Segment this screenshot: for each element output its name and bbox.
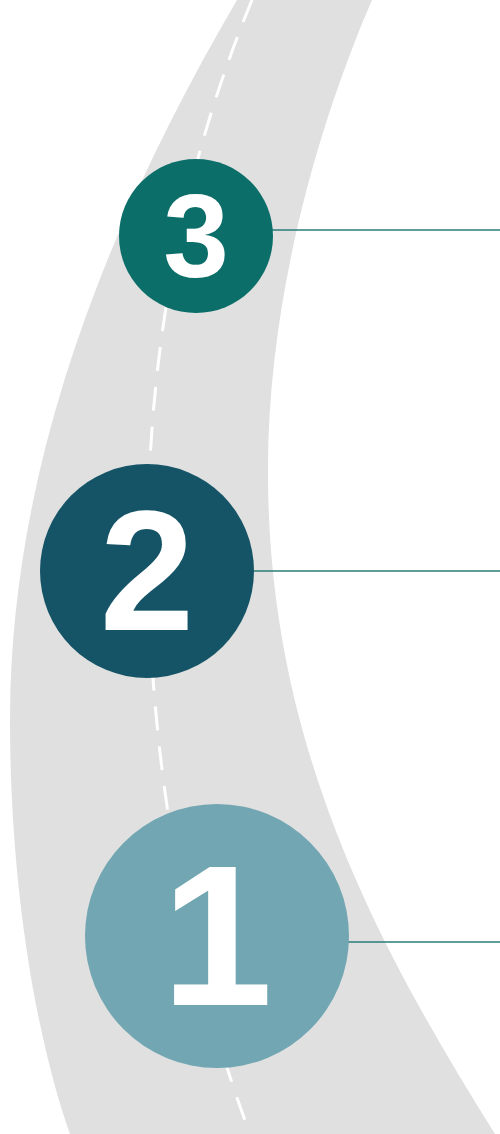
step-circle: 3 xyxy=(119,159,273,313)
circle-fill xyxy=(119,159,273,313)
step-number: 2 xyxy=(100,486,195,656)
leader-line xyxy=(270,229,500,231)
circle-content: 3 xyxy=(119,159,273,313)
circle-fill xyxy=(85,804,349,1068)
leader-line xyxy=(252,570,500,572)
circle-fill xyxy=(40,464,254,678)
step-circle: 1 xyxy=(85,804,349,1068)
step-circle: 2 xyxy=(40,464,254,678)
circle-content: 2 xyxy=(40,464,254,678)
road xyxy=(10,0,495,1134)
circle-content: 1 xyxy=(85,804,349,1068)
step-number: 1 xyxy=(161,836,272,1036)
leader-line xyxy=(347,941,500,943)
step-number: 3 xyxy=(163,177,229,295)
